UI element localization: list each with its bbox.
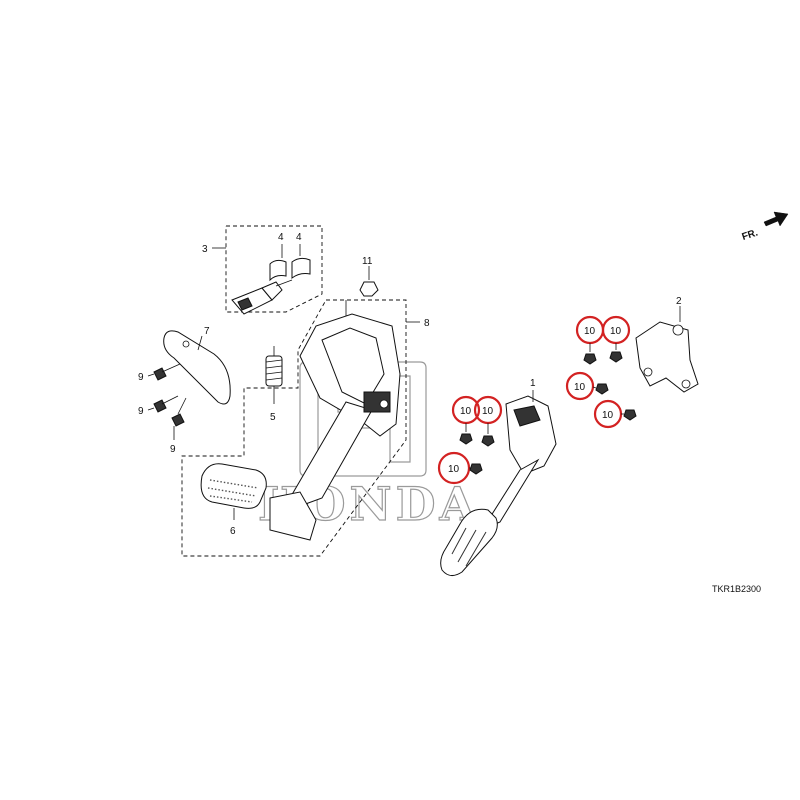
callout-10-e-label: 10	[460, 406, 472, 417]
pad-part-7: 7	[163, 326, 231, 405]
callout-10-f-label: 10	[482, 406, 494, 417]
callout-10-d[interactable]: 10	[593, 399, 637, 429]
callout-10-a[interactable]: 10	[575, 315, 605, 365]
callout-10-e[interactable]: 10	[451, 395, 481, 445]
callout-10-g-label: 10	[448, 464, 460, 475]
spring-part-5: 5	[265, 346, 283, 423]
part-label-4b: 4	[296, 232, 302, 243]
switch-group-box: 3	[202, 225, 323, 313]
callout-10-g[interactable]: 10	[437, 451, 483, 485]
front-direction-indicator: FR.	[741, 211, 789, 243]
part-label-8: 8	[424, 318, 430, 329]
direction-label: FR.	[741, 227, 760, 243]
callout-10-c-label: 10	[574, 382, 586, 393]
callout-10-c[interactable]: 10	[565, 371, 609, 401]
diagram-code: TKR1B2300	[712, 584, 761, 594]
callout-10-b[interactable]: 10	[601, 315, 631, 363]
part-label-9c: 9	[170, 444, 176, 455]
part-label-4a: 4	[278, 232, 284, 243]
highlighted-callouts: 10 10 10 10 10	[437, 315, 637, 485]
stop-switch	[231, 279, 293, 315]
bolt-part-9: 9 9 9	[138, 363, 187, 455]
clip-part-4: 4 4	[269, 232, 311, 282]
part-label-9b: 9	[138, 406, 144, 417]
part-label-2: 2	[676, 296, 682, 307]
part-label-3: 3	[202, 244, 208, 255]
part-label-1: 1	[530, 378, 536, 389]
part-label-6: 6	[230, 526, 236, 537]
accelerator-pedal-part-1: 1	[440, 378, 557, 576]
pedal-assembly-box: 8	[181, 299, 430, 557]
arrow-right-icon	[763, 211, 789, 227]
callout-10-f[interactable]: 10	[473, 395, 503, 447]
brake-pedal-assembly	[269, 300, 401, 541]
part-label-5: 5	[270, 412, 276, 423]
part-label-11: 11	[362, 256, 373, 267]
callout-10-a-label: 10	[584, 326, 596, 337]
pedal-pad-part-6: 6	[200, 463, 267, 537]
part-label-7: 7	[204, 326, 210, 337]
callout-10-b-label: 10	[610, 326, 622, 337]
bracket-part-2: 2	[635, 296, 699, 393]
nut-part-11: 11	[359, 256, 379, 297]
callout-10-d-label: 10	[602, 410, 614, 421]
part-label-9a: 9	[138, 372, 144, 383]
